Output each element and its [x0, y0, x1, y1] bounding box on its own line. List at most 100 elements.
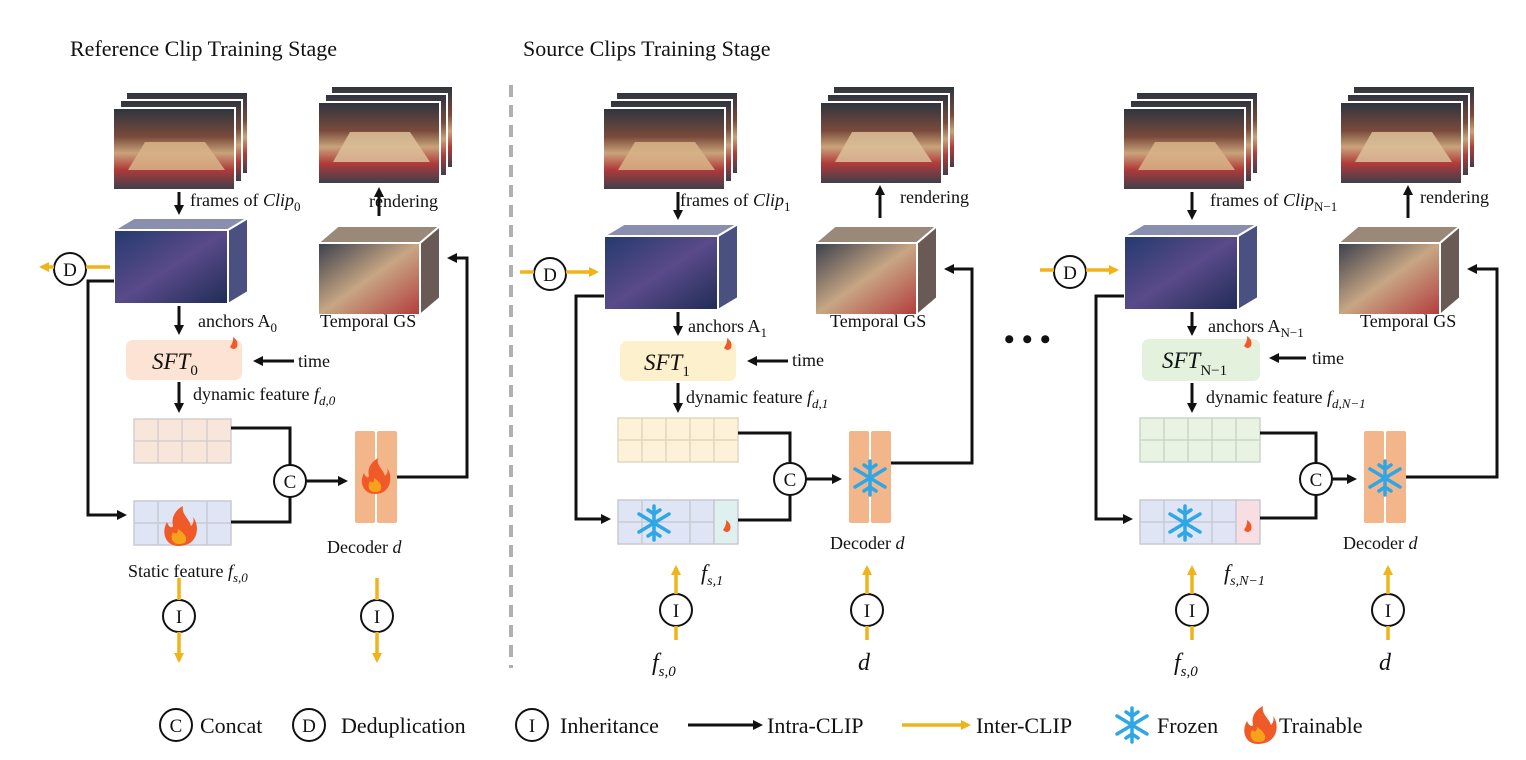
sft-label: SFT0 — [152, 349, 198, 379]
panel-source-clip-1: frames of Clip1 rendering anchors A1 Tem… — [520, 85, 974, 680]
rendering-label: rendering — [1420, 187, 1489, 207]
legend-concat-symbol — [159, 708, 193, 742]
legend-inherit-letter: I — [529, 716, 535, 737]
inherited-static-feature: fs,0 — [1174, 650, 1198, 680]
legend-inter-label: Inter-CLIP — [976, 713, 1072, 738]
anchors-label: anchors AN−1 — [1208, 316, 1304, 340]
rendered-frames-stack — [317, 85, 454, 185]
legend: C Concat D Deduplication I Inheritance I… — [159, 706, 1363, 744]
static-feature-label: fs,1 — [701, 560, 723, 589]
dedup-letter: D — [543, 265, 557, 286]
decoder-label: Decoder d — [830, 533, 905, 553]
dedup-node — [53, 252, 87, 286]
ellipsis: • • • — [1004, 323, 1051, 356]
legend-inherit-label: Inheritance — [560, 713, 659, 738]
source-stage-title: Source Clips Training Stage — [523, 36, 771, 61]
inherit-letter: I — [673, 601, 679, 622]
frames-label: frames of Clip1 — [680, 190, 790, 214]
sft-box — [620, 341, 736, 381]
fire-icon — [1244, 706, 1277, 744]
snowflake-icon — [1368, 459, 1402, 497]
anchors-label: anchors A1 — [688, 316, 767, 340]
dynamic-feature-grid — [1139, 417, 1261, 463]
dynamic-feature-label: dynamic feature fd,0 — [193, 384, 336, 408]
static-feature-grid — [617, 499, 739, 545]
anchors-cube — [600, 222, 742, 312]
frames-label: frames of Clip0 — [190, 190, 300, 214]
dynamic-feature-label: dynamic feature fd,1 — [686, 387, 828, 411]
reference-stage-title: Reference Clip Training Stage — [70, 36, 337, 61]
legend-concat-label: Concat — [200, 713, 262, 738]
legend-concat-letter: C — [170, 716, 183, 737]
dedup-node — [533, 257, 567, 291]
input-frames-stack — [602, 91, 739, 191]
legend-frozen-label: Frozen — [1157, 713, 1218, 738]
rendering-label: rendering — [369, 191, 438, 211]
legend-dedup-label: Deduplication — [341, 713, 466, 738]
decoder-block — [849, 431, 891, 523]
concat-letter: C — [284, 472, 297, 493]
dedup-letter: D — [63, 260, 77, 281]
rendering-label: rendering — [900, 187, 969, 207]
temporal-gs-label: Temporal GS — [320, 311, 416, 331]
time-label: time — [1312, 348, 1344, 368]
temporal-gs-cube — [315, 223, 443, 318]
legend-inherit-symbol — [515, 708, 549, 742]
dynamic-feature-label: dynamic feature fd,N−1 — [1206, 387, 1366, 411]
decoder-label: Decoder d — [1343, 533, 1418, 553]
temporal-gs-cube — [812, 223, 940, 318]
decoder-block — [355, 431, 397, 523]
decoder-label: Decoder d — [327, 537, 402, 557]
dedup-letter: D — [1063, 263, 1077, 284]
input-frames-stack — [1122, 91, 1259, 191]
static-feature-label: fs,N−1 — [1224, 560, 1265, 589]
snowflake-icon — [637, 504, 671, 542]
inherited-decoder: d — [858, 650, 871, 676]
snowflake-icon — [1168, 504, 1202, 542]
inherited-decoder: d — [1379, 650, 1392, 676]
input-frames-stack — [112, 91, 249, 191]
fire-icon — [724, 338, 732, 350]
frames-label: frames of ClipN−1 — [1210, 190, 1337, 214]
snowflake-icon — [853, 459, 887, 497]
dedup-node — [1053, 255, 1087, 289]
inherit-letter: I — [864, 601, 870, 622]
time-label: time — [298, 351, 330, 371]
fire-icon — [723, 520, 731, 532]
inter-clip-arrows — [39, 262, 382, 663]
rendered-frames-stack — [1339, 85, 1476, 185]
sft-label: SFT1 — [644, 350, 690, 380]
sft-box — [126, 340, 242, 380]
anchors-cube — [110, 216, 252, 306]
anchors-label: anchors A0 — [198, 311, 277, 335]
fire-icon — [361, 458, 391, 494]
inter-clip-arrows — [1040, 265, 1393, 640]
concat-letter: C — [784, 470, 797, 491]
inherit-letter: I — [176, 607, 182, 628]
temporal-gs-cube — [1335, 223, 1463, 318]
inherited-static-feature: fs,0 — [652, 650, 676, 680]
panel-source-clip-n-1: frames of ClipN−1 rendering anchors AN−1… — [1040, 85, 1499, 680]
concat-letter: C — [1310, 470, 1323, 491]
sft-label: SFTN−1 — [1162, 348, 1227, 379]
inter-clip-arrows — [520, 267, 872, 640]
temporal-gs-label: Temporal GS — [830, 311, 926, 331]
legend-intra-label: Intra-CLIP — [767, 713, 864, 738]
snowflake-icon — [1115, 706, 1149, 744]
legend-trainable-label: Trainable — [1279, 713, 1363, 738]
rendered-frames-stack — [819, 85, 956, 185]
dynamic-feature-grid — [617, 417, 739, 463]
dynamic-feature-grid — [133, 418, 232, 464]
intra-clip-arrows — [86, 187, 469, 524]
sft-box — [1142, 339, 1260, 381]
static-feature-grid — [1139, 499, 1261, 545]
anchors-cube — [1120, 222, 1262, 312]
inherit-letter: I — [374, 607, 380, 628]
fire-icon — [230, 337, 238, 349]
inherit-letter: I — [1189, 601, 1195, 622]
intra-clip-arrows — [574, 185, 974, 524]
static-feature-grid — [133, 500, 232, 546]
decoder-block — [1364, 431, 1406, 523]
intra-clip-arrows — [1094, 185, 1499, 524]
